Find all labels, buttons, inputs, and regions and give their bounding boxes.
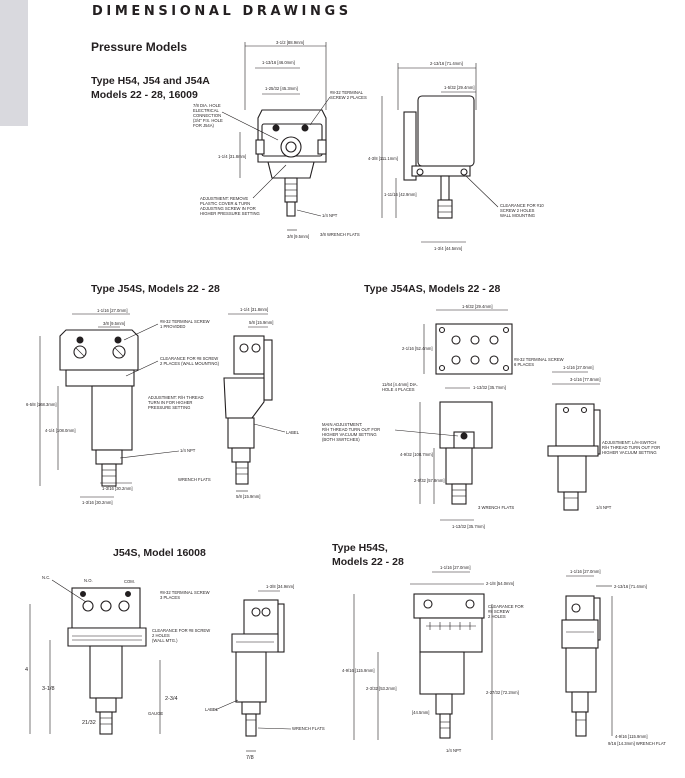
j54s16008-note-nc: N.C.: [42, 575, 50, 580]
h54-note-npt: 1/4 NPT: [322, 213, 338, 218]
j54s16008-note-com: COM.: [124, 579, 135, 584]
j54as-title: Type J54AS, Models 22 - 28: [364, 283, 501, 295]
j54as-top-view: 1-5/32 [29.4mm] 2-1/16 [52.4mm] #8-32 TE…: [382, 304, 564, 392]
h54-front-view: 3-1/2 [88.9mm] 1-13/16 [46.0mm] 1-25/32 …: [193, 40, 367, 239]
h54-title-line2: Models 22 - 28, 16009: [91, 89, 198, 101]
j54s16008-dim-h2: 3-1/8: [42, 686, 55, 692]
j54s-front-view: 1-1/16 [27.0mm] 3/8 [9.5mm] 6-5/8 [168.3…: [26, 308, 220, 505]
h54s-note-wrench: 9/16 [14.3mm] WRENCH FLAT: [608, 741, 666, 746]
j54s-side-view: 1-1/4 [31.8mm] 5/8 [15.9mm] LABEL 5/8 [1…: [223, 307, 300, 499]
h54-dim-low: 1-11/16 [42.9mm]: [384, 192, 417, 197]
j54s-dim-half: 3/8 [9.5mm]: [103, 321, 125, 326]
h54s-dim-right-h: 4-9/16 [115.9mm]: [615, 734, 648, 739]
h54s-dim-top: 1-1/16 [27.0mm]: [440, 565, 471, 570]
h54s-title-line2: Models 22 - 28: [332, 556, 404, 568]
j54s16008-dim-flat: 7/8: [246, 755, 254, 761]
j54s-note-label: LABEL: [286, 430, 300, 435]
j54as-dim-height: 4-9/32 [108.7mm]: [400, 452, 433, 457]
h54s-dim-bottom: [44.5mm]: [412, 710, 429, 715]
j54s-dim-bottom: 1-3/16 [30.2mm]: [102, 486, 133, 491]
j54s-dim-height2: 4-1/4 [108.0mm]: [45, 428, 76, 433]
h54-dim-overall: 3-1/2 [88.9mm]: [276, 40, 304, 45]
j54s16008-note-no: N.O.: [84, 578, 93, 583]
h54-title-line1: Type H54, J54 and J54A: [91, 75, 210, 87]
h54-side-view: 2-13/16 [71.4mm] 1-5/32 [29.4mm] 4-3/8 […: [368, 61, 544, 251]
j54s-dim-flat: 5/8 [15.9mm]: [236, 494, 260, 499]
j54s16008-side-view: 1-3/8 [34.9mm] LABEL WRENCH FLATS 7/8: [205, 584, 325, 761]
section-title: Pressure Models: [91, 40, 188, 54]
j54s16008-dim-h1: 4: [25, 667, 28, 673]
j54as-dim-right-top: 1-1/16 [27.0mm]: [563, 365, 594, 370]
j54as-side-view: 1-1/16 [27.0mm] 3-1/16 [77.8mm] ADJUSTME…: [547, 365, 660, 511]
h54-title: Type H54, J54 and J54A Models 22 - 28, 1…: [91, 74, 210, 102]
sidebar-tab: [0, 0, 28, 126]
j54as-dim-mount: 1-13/32 [35.7mm]: [473, 385, 506, 390]
j54s16008-dim-bottom: 21/32: [82, 720, 96, 726]
h54s-dim-right-side: 2-13/16 [71.4mm]: [614, 584, 647, 589]
j54s16008-front-view: 4 3-1/8 2-3/4 21/32 N.C. N.O. COM. #8-32…: [25, 575, 210, 735]
j54s-dim-top: 1-1/16 [27.0mm]: [97, 308, 128, 313]
h54-dim-left: 1-13/16 [46.0mm]: [262, 60, 295, 65]
j54as-dim-low: 2-9/32 [57.9mm]: [414, 478, 445, 483]
j54s-dim-side-top: 1-1/4 [31.8mm]: [240, 307, 268, 312]
j54s-dim-side-inner: 5/8 [15.9mm]: [249, 320, 273, 325]
h54-dim-side-inner: 1-5/32 [29.4mm]: [444, 85, 475, 90]
j54s-note-npt: 1/4 NPT: [180, 448, 196, 453]
j54as-note-npt: 1/4 NPT: [596, 505, 612, 510]
h54s-title: Type H54S, Models 22 - 28: [332, 541, 404, 569]
j54as-note-holes: 11/64 [4.4mm] DIA.HOLE 4 PLACES: [382, 382, 418, 392]
h54s-dim-height: 4-9/16 [115.9mm]: [342, 668, 375, 673]
j54as-dim-top: 1-5/32 [29.4mm]: [462, 304, 493, 309]
h54-dim-bottom: 1-3/4 [44.5mm]: [434, 246, 462, 251]
j54s-dim-base: 1-3/16 [30.2mm]: [82, 500, 113, 505]
h54-dim-side: 2-13/16 [71.4mm]: [430, 61, 463, 66]
h54-dim-height-left: 1-1/4 [31.8mm]: [218, 154, 246, 159]
h54s-front-view: 1-1/16 [27.0mm] 2-1/8 [54.0mm] 4-9/16 [1…: [342, 565, 524, 753]
h54-dim-inner: 1-25/32 [45.3mm]: [265, 86, 298, 91]
j54s16008-dim-h3: 2-3/4: [165, 696, 178, 702]
j54s16008-title: J54S, Model 16008: [113, 547, 206, 559]
h54s-note-npt: 1/4 NPT: [446, 748, 462, 753]
h54s-dim-right-top: 1-1/16 [27.0mm]: [570, 569, 601, 574]
j54as-note-wrench: 3 WRENCH FLATS: [478, 505, 514, 510]
h54s-scale: [426, 622, 476, 630]
j54s-title: Type J54S, Models 22 - 28: [91, 283, 220, 295]
j54s16008-note-label: LABEL: [205, 707, 219, 712]
j54s-note-wrench: WRENCH FLATS: [178, 477, 211, 482]
h54s-dim-side: 2-1/8 [54.0mm]: [486, 581, 514, 586]
h54s-dim-low: 2-3/32 [53.2mm]: [366, 686, 397, 691]
j54as-terminal-grid: [451, 335, 499, 365]
j54s16008-note-gauge: GAUGE: [148, 711, 163, 716]
h54-dim-flat: 3/8 [9.5mm]: [287, 234, 309, 239]
j54s16008-note-wrench: WRENCH FLATS: [292, 726, 325, 731]
j54s-dim-height: 6-5/8 [168.3mm]: [26, 402, 57, 407]
h54s-side-view: 1-1/16 [27.0mm] 2-13/16 [71.4mm] 4-9/16 …: [561, 569, 666, 746]
j54s16008-dim-side: 1-3/8 [34.9mm]: [266, 584, 294, 589]
page-header: DIMENSIONAL DRAWINGS: [92, 4, 352, 19]
h54s-title-line1: Type H54S,: [332, 542, 388, 554]
j54as-front-view: 4-9/32 [108.7mm] 2-9/32 [57.9mm] MAIN AD…: [322, 401, 514, 529]
j54as-dim-flat: 1-13/32 [35.7mm]: [452, 524, 485, 529]
j54as-dim-side: 2-1/16 [52.4mm]: [402, 346, 433, 351]
j54as-dim-right-side: 3-1/16 [77.8mm]: [570, 377, 601, 382]
h54-note-wrench: 3/8 WRENCH FLATS: [320, 232, 360, 237]
h54-dim-height-side: 4-3/8 [111.1mm]: [368, 156, 398, 161]
h54s-dim-mid: 2-27/32 [72.2mm]: [486, 690, 519, 695]
